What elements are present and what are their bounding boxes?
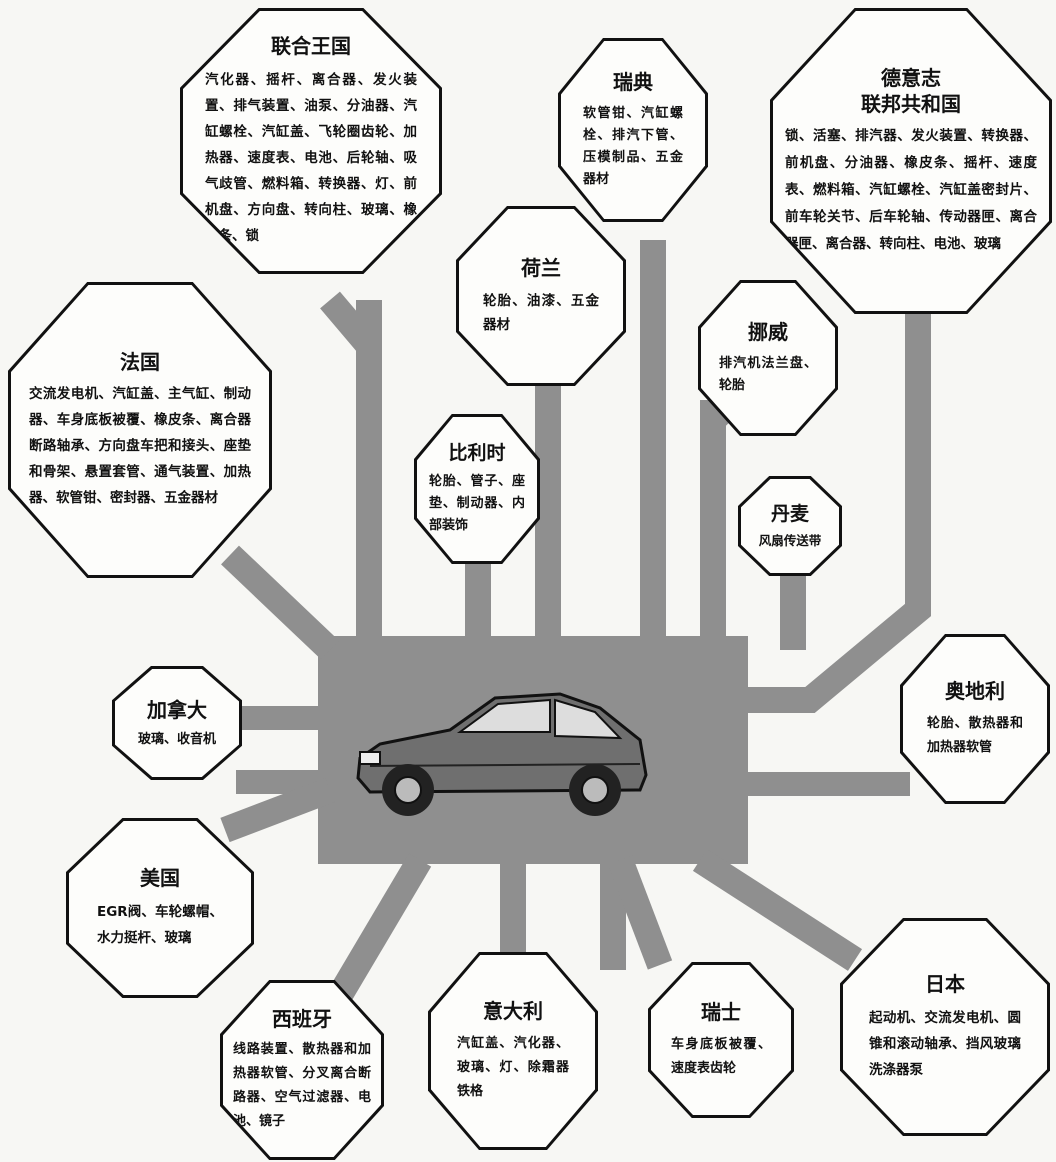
parts-canada: 玻璃、收音机: [137, 732, 216, 747]
country-box-denmark: 丹麦 风扇传送带: [738, 476, 842, 576]
parts-denmark: 风扇传送带: [758, 533, 822, 549]
country-name-japan: 日本: [925, 972, 965, 996]
country-name-usa: 美国: [140, 866, 180, 890]
country-name-austria: 奥地利: [945, 679, 1005, 703]
country-box-sweden: 瑞典 软管钳、汽缸螺栓、排汽下管、压模制品、五金器材: [558, 38, 708, 222]
country-box-netherlands: 荷兰 轮胎、油漆、五金器材: [456, 206, 626, 386]
parts-spain: 线路装置、散热器和加热器软管、分叉离合断路器、空气过滤器、电池、镜子: [233, 1042, 371, 1129]
country-name-sweden: 瑞典: [613, 70, 653, 94]
country-box-belgium: 比利时 轮胎、管子、座垫、制动器、内部装饰: [414, 414, 540, 564]
parts-germany: 锁、活塞、排汽器、发火装置、转换器、前机盘、分油器、橡皮条、摇杆、速度表、燃料箱…: [785, 127, 1037, 252]
country-name-belgium: 比利时: [448, 441, 506, 464]
parts-austria: 轮胎、散热器和加热器软管: [927, 716, 1023, 755]
parts-sweden: 软管钳、汽缸螺栓、排汽下管、压模制品、五金器材: [583, 106, 683, 187]
country-name-netherlands: 荷兰: [521, 256, 561, 280]
country-name-switzerland: 瑞士: [701, 1000, 741, 1024]
country-box-switzerland: 瑞士 车身底板被覆、速度表齿轮: [648, 962, 794, 1118]
country-box-norway: 挪威 排汽机法兰盘、轮胎: [698, 280, 838, 436]
parts-netherlands: 轮胎、油漆、五金器材: [483, 293, 599, 333]
country-box-austria: 奥地利 轮胎、散热器和加热器软管: [900, 634, 1050, 804]
country-name-germany: 德意志 联邦共和国: [861, 65, 961, 116]
country-box-canada: 加拿大 玻璃、收音机: [112, 666, 242, 780]
parts-switzerland: 车身底板被覆、速度表齿轮: [671, 1037, 771, 1076]
parts-uk: 汽化器、摇杆、离合器、发火装置、排气装置、油泵、分油器、汽缸螺栓、汽缸盖、飞轮圈…: [205, 72, 417, 244]
country-name-italy: 意大利: [483, 999, 543, 1023]
country-box-france: 法国 交流发电机、汽缸盖、主气缸、制动器、车身底板被覆、橡皮条、离合器断路轴承、…: [8, 282, 272, 578]
parts-italy: 汽缸盖、汽化器、玻璃、灯、除霜器铁格: [457, 1036, 569, 1099]
parts-usa: EGR阀、车轮螺帽、水力挺杆、玻璃: [97, 904, 223, 946]
country-name-uk: 联合王国: [271, 34, 351, 58]
parts-norway: 排汽机法兰盘、轮胎: [719, 356, 817, 393]
country-box-uk: 联合王国 汽化器、摇杆、离合器、发火装置、排气装置、油泵、分油器、汽缸螺栓、汽缸…: [180, 8, 442, 274]
car-illustration: [356, 692, 648, 816]
country-name-norway: 挪威: [748, 320, 788, 344]
country-name-spain: 西班牙: [272, 1007, 332, 1031]
country-box-usa: 美国 EGR阀、车轮螺帽、水力挺杆、玻璃: [66, 818, 254, 998]
country-box-spain: 西班牙 线路装置、散热器和加热器软管、分叉离合断路器、空气过滤器、电池、镜子: [220, 980, 384, 1160]
parts-japan: 起动机、交流发电机、圆锥和滚动轴承、挡风玻璃洗涤器泵: [869, 1010, 1021, 1078]
parts-belgium: 轮胎、管子、座垫、制动器、内部装饰: [429, 474, 525, 534]
country-name-france: 法国: [120, 350, 160, 374]
country-name-denmark: 丹麦: [770, 502, 809, 525]
parts-france: 交流发电机、汽缸盖、主气缸、制动器、车身底板被覆、橡皮条、离合器断路轴承、方向盘…: [29, 386, 251, 506]
country-name-canada: 加拿大: [147, 698, 207, 722]
country-box-germany: 德意志 联邦共和国 锁、活塞、排汽器、发火装置、转换器、前机盘、分油器、橡皮条、…: [770, 8, 1052, 314]
country-box-italy: 意大利 汽缸盖、汽化器、玻璃、灯、除霜器铁格: [428, 952, 598, 1150]
country-box-japan: 日本 起动机、交流发电机、圆锥和滚动轴承、挡风玻璃洗涤器泵: [840, 918, 1050, 1136]
